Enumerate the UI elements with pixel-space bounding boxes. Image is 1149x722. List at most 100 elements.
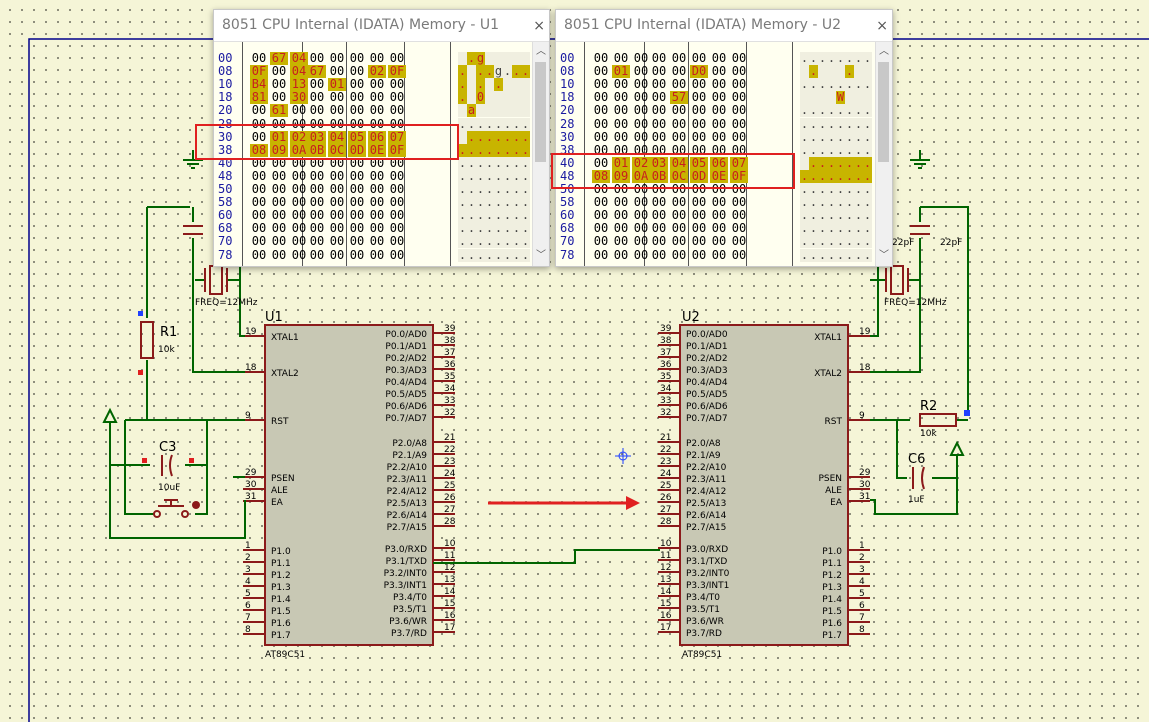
memory-byte[interactable]: 00 (633, 64, 649, 79)
memory-byte[interactable]: 06 (368, 129, 386, 144)
memory-byte[interactable]: 0E (710, 168, 728, 183)
memory-byte[interactable]: 09 (612, 168, 630, 183)
memory-byte[interactable]: 13 (290, 77, 308, 92)
memory-byte[interactable]: 00 (329, 168, 345, 183)
memory-byte[interactable]: 0C (670, 168, 688, 183)
memory-byte[interactable]: 00 (613, 90, 629, 105)
memory-byte[interactable]: 00 (651, 116, 667, 131)
memory-byte[interactable]: 00 (309, 103, 325, 118)
memory-byte[interactable]: 00 (369, 182, 385, 196)
memory-byte[interactable]: 00 (731, 247, 747, 262)
u1-crystal[interactable] (204, 265, 228, 295)
memory-byte[interactable]: 00 (593, 142, 609, 157)
memory-byte[interactable]: 00 (711, 129, 727, 144)
memory-byte[interactable]: 00 (711, 64, 727, 79)
memory-byte[interactable]: 00 (613, 129, 629, 144)
memory-byte[interactable]: 00 (651, 142, 667, 157)
memory-byte[interactable]: 00 (309, 208, 325, 223)
memory-byte[interactable]: 00 (691, 116, 707, 131)
memory-byte[interactable]: 00 (671, 51, 687, 65)
memory-window-u1-titlebar[interactable]: 8051 CPU Internal (IDATA) Memory - U1 × (214, 10, 549, 42)
memory-byte[interactable]: 30 (290, 90, 308, 105)
memory-byte[interactable]: 00 (671, 234, 687, 249)
memory-byte[interactable]: 00 (613, 103, 629, 118)
memory-byte[interactable]: 00 (291, 168, 307, 183)
memory-byte[interactable]: 00 (251, 51, 267, 65)
memory-byte[interactable]: 00 (271, 116, 287, 131)
reset-button[interactable] (153, 499, 189, 518)
memory-byte[interactable]: 08 (250, 142, 268, 157)
memory-byte[interactable]: 00 (291, 195, 307, 210)
u2-load-cap[interactable] (910, 225, 930, 235)
memory-byte[interactable]: 0A (290, 142, 308, 157)
memory-byte[interactable]: 00 (651, 247, 667, 262)
memory-byte[interactable]: 00 (633, 51, 649, 65)
memory-byte[interactable]: 0B (650, 168, 668, 183)
memory-byte[interactable]: 00 (731, 234, 747, 249)
memory-byte[interactable]: 00 (711, 116, 727, 131)
memory-byte[interactable]: 00 (593, 116, 609, 131)
memory-byte[interactable]: 00 (309, 116, 325, 131)
memory-byte[interactable]: 01 (328, 77, 346, 92)
memory-byte[interactable]: 02 (368, 64, 386, 79)
r1-resistor[interactable] (140, 321, 154, 359)
memory-byte[interactable]: 00 (389, 208, 405, 223)
memory-byte[interactable]: 00 (329, 208, 345, 223)
memory-byte[interactable]: 02 (632, 155, 650, 170)
memory-byte[interactable]: 00 (671, 116, 687, 131)
memory-byte[interactable]: 00 (633, 77, 649, 92)
memory-byte[interactable]: 00 (651, 90, 667, 105)
memory-byte[interactable]: 00 (349, 221, 365, 236)
memory-byte[interactable]: 00 (329, 64, 345, 79)
memory-byte[interactable]: 09 (270, 142, 288, 157)
memory-byte[interactable]: 08 (592, 168, 610, 183)
memory-byte[interactable]: 57 (670, 90, 688, 105)
memory-byte[interactable]: 00 (633, 129, 649, 144)
memory-byte[interactable]: 00 (691, 247, 707, 262)
memory-byte[interactable]: 00 (309, 182, 325, 196)
memory-byte[interactable]: 00 (613, 234, 629, 249)
memory-byte[interactable]: 00 (389, 195, 405, 210)
memory-byte[interactable]: 00 (309, 247, 325, 262)
memory-byte[interactable]: 00 (309, 221, 325, 236)
memory-byte[interactable]: 00 (691, 142, 707, 157)
memory-byte[interactable]: 00 (691, 234, 707, 249)
memory-byte[interactable]: 00 (711, 103, 727, 118)
memory-byte[interactable]: 00 (271, 195, 287, 210)
memory-byte[interactable]: 01 (612, 64, 630, 79)
memory-byte[interactable]: 00 (593, 221, 609, 236)
memory-byte[interactable]: 00 (613, 182, 629, 196)
c3-capacitor[interactable] (161, 454, 173, 477)
memory-byte[interactable]: 00 (633, 116, 649, 131)
memory-byte[interactable]: 00 (613, 247, 629, 262)
memory-byte[interactable]: 00 (271, 77, 287, 92)
memory-byte[interactable]: 00 (731, 90, 747, 105)
memory-byte[interactable]: 00 (671, 221, 687, 236)
memory-byte[interactable]: 00 (251, 182, 267, 196)
memory-byte[interactable]: 00 (633, 247, 649, 262)
memory-byte[interactable]: 00 (711, 195, 727, 210)
scroll-down-icon[interactable]: ﹀ (879, 250, 889, 261)
memory-byte[interactable]: 00 (671, 64, 687, 79)
memory-byte[interactable]: 00 (651, 129, 667, 144)
memory-byte[interactable]: 81 (250, 90, 268, 105)
memory-byte[interactable]: 00 (651, 234, 667, 249)
memory-byte[interactable]: 00 (633, 195, 649, 210)
u1-chip-body[interactable] (264, 324, 434, 646)
memory-byte[interactable]: 00 (329, 116, 345, 131)
memory-byte[interactable]: 05 (690, 155, 708, 170)
memory-byte[interactable]: 00 (349, 182, 365, 196)
memory-window-u2-titlebar[interactable]: 8051 CPU Internal (IDATA) Memory - U2 × (556, 10, 892, 42)
memory-byte[interactable]: 01 (270, 129, 288, 144)
c6-capacitor[interactable] (912, 466, 925, 490)
memory-byte[interactable]: 00 (633, 103, 649, 118)
memory-byte[interactable]: 00 (731, 182, 747, 196)
memory-byte[interactable]: 00 (251, 103, 267, 118)
memory-byte[interactable]: 00 (349, 90, 365, 105)
memory-byte[interactable]: 00 (291, 182, 307, 196)
memory-byte[interactable]: 00 (691, 51, 707, 65)
memory-byte[interactable]: 00 (711, 208, 727, 223)
memory-byte[interactable]: 04 (290, 51, 308, 65)
memory-byte[interactable]: 00 (271, 64, 287, 79)
memory-byte[interactable]: 00 (349, 247, 365, 262)
